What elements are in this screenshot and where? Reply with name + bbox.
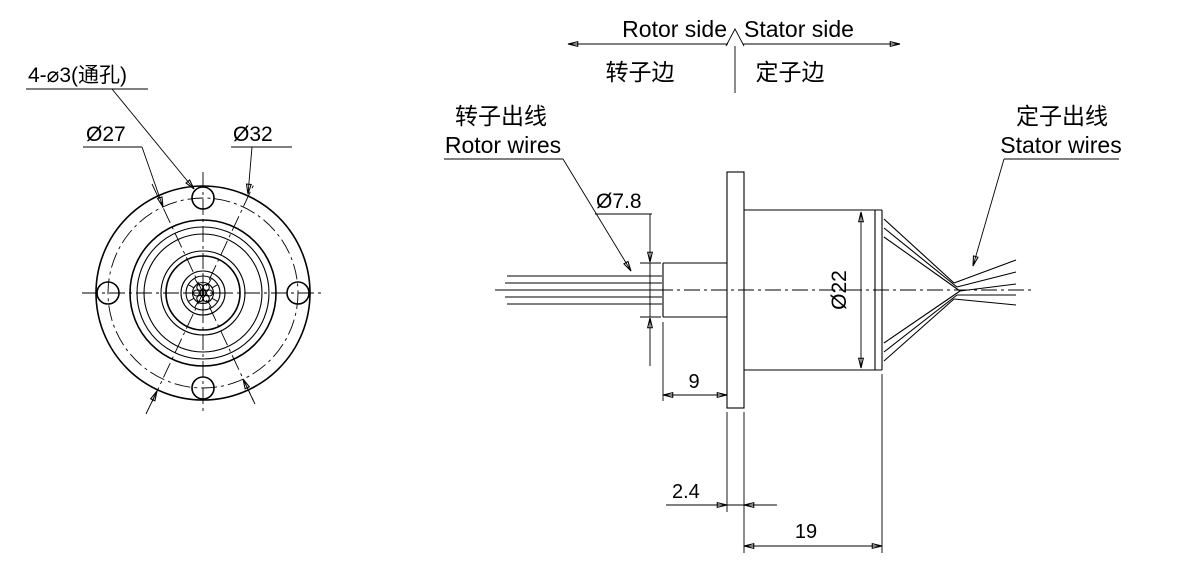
mounting-hole-left	[96, 281, 120, 305]
dim-body-len-label: 19	[795, 521, 817, 543]
bolt-circle	[107, 197, 299, 389]
stator-wires-label-en: Stator wires	[1000, 132, 1121, 158]
dim-flange-thk: 2.4	[666, 412, 777, 553]
divider-caret	[725, 28, 745, 47]
stator-wires-label-zh: 定子出线	[1016, 103, 1108, 129]
dim-shaft-len: 9	[662, 322, 728, 401]
dim-d27-leader	[141, 146, 164, 208]
ring-circle-2	[143, 233, 263, 353]
holes-callout-label: 4-⌀3(通孔)	[28, 64, 127, 87]
rotor-wires	[505, 275, 662, 305]
hub-circle-1	[180, 270, 226, 316]
stator-wires-callout: 定子出线 Stator wires	[972, 103, 1122, 267]
hub-circle-2	[185, 275, 221, 311]
dim-shaft-len-label: 9	[688, 371, 699, 393]
rotor-shaft	[662, 262, 727, 318]
ring-circle-4	[165, 255, 241, 331]
ring-circle-3	[160, 250, 246, 336]
stator-wires	[883, 218, 1017, 362]
side-view: Ø7.8 Ø22 9 2.4 19 转子	[444, 103, 1122, 553]
wire-strand-bundle	[192, 283, 214, 303]
dim-d32-leader	[245, 146, 253, 195]
rotor-wires-label-en: Rotor wires	[445, 132, 561, 158]
mounting-hole-top	[191, 186, 215, 210]
rotor-wires-label-zh: 转子出线	[455, 103, 547, 129]
stator-side-label: Stator side	[744, 16, 854, 42]
dim-d32-arrow-far	[145, 390, 158, 415]
dim-d27-arrow-far	[242, 378, 256, 405]
ring-circle-1	[136, 226, 270, 360]
rotor-side-label: Rotor side	[622, 16, 727, 42]
holes-callout-leader	[111, 88, 195, 190]
dim-body-dia: Ø22	[828, 211, 865, 369]
body-circle	[129, 219, 277, 367]
rotor-wires-callout: 转子出线 Rotor wires	[444, 103, 632, 272]
mounting-hole-right	[286, 281, 310, 305]
diagonal-axis-d32	[151, 183, 255, 403]
stator-body	[744, 209, 883, 371]
front-view: 4-⌀3(通孔) Ø27 Ø32	[26, 64, 324, 415]
stator-side-label-zh: 定子边	[756, 59, 825, 85]
flange-plate	[726, 171, 745, 409]
rotor-side-label-zh: 转子边	[606, 59, 675, 85]
dim-shaft-dia: Ø7.8	[595, 190, 661, 366]
dim-d27-label: Ø27	[86, 123, 126, 146]
dim-body-dia-label: Ø22	[828, 270, 851, 310]
hub-spokes	[186, 276, 220, 310]
dim-body-len: 19	[743, 374, 883, 553]
dim-d32-label: Ø32	[233, 123, 273, 146]
header: Rotor side Stator side 转子边 定子边	[567, 16, 901, 93]
dim-shaft-dia-label: Ø7.8	[596, 190, 642, 213]
flange-outer-circle	[95, 185, 311, 401]
dim-flange-thk-label: 2.4	[672, 481, 700, 503]
mounting-hole-bottom	[191, 376, 215, 400]
